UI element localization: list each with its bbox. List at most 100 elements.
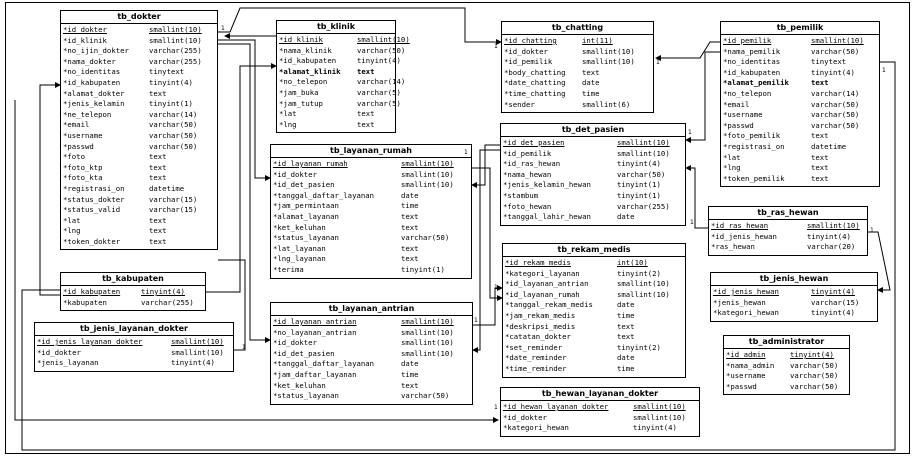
column-name: *registrasi_on [63,183,125,193]
cardinality-label: 1 [474,317,478,324]
column-type: text [401,211,419,221]
column-name: *alamat_layanan [273,211,339,221]
column-type: text [357,119,375,129]
column-type: varchar(255) [149,56,202,66]
column-name: *token_pemilik [723,173,785,183]
column-row: *token_pemilik text [721,174,879,185]
column-row: *id_pemilik smallint(10) [501,149,685,160]
column-type: text [811,152,829,162]
column-name: *tanggal_daftar_layanan [273,359,375,369]
column-name: *set_reminder [505,342,563,352]
table-title: tb_klinik [277,21,395,34]
column-type: smallint(10) [617,138,670,147]
column-type: smallint(10) [401,348,454,358]
cardinality-label: 1 [464,149,468,156]
column-type: smallint(10) [633,402,686,411]
column-type: time [401,201,419,211]
column-name: *id_det_pasien [273,180,335,190]
column-name: *kabupaten [63,297,107,307]
column-name: *foto_ktp [63,162,103,172]
column-name: *id_layanan_antrian [273,317,357,326]
column-name: *id_ras_hewan [503,159,561,169]
column-row: *lat text [721,153,879,164]
column-name: *deskripsi_medis [505,321,576,331]
rel-det-pasien-layanan-antrian [472,149,500,353]
column-name: *nama_dokter [63,56,116,66]
column-name: *id_dokter [63,25,107,34]
column-type: smallint(10) [617,148,670,158]
column-type: tinyint(1) [617,190,661,200]
table-tb-hewan-layanan-dokter[interactable]: tb_hewan_layanan_dokter*id_hewan_layanan… [500,387,700,437]
rel-ras-det-pasien [685,165,712,229]
column-name: *status_valid [63,205,121,215]
table-tb-jenis-layanan-dokter[interactable]: tb_jenis_layanan_dokter*id_jenis_layanan… [34,322,234,372]
column-type: smallint(10) [582,57,635,67]
column-name: *id_det_pasien [273,348,335,358]
column-name: *id_pemilik [503,148,552,158]
table-title: tb_layanan_antrian [271,303,472,316]
column-name: *no_layanan_antrian [273,327,357,337]
column-type: varchar(50) [790,360,839,370]
column-name: *lat [63,215,81,225]
column-type: smallint(10) [149,35,202,45]
cardinality-label: 1 [870,227,874,234]
column-type: date [617,300,635,310]
column-name: *passwd [63,141,94,151]
column-type: smallint(10) [401,317,454,326]
column-name: *lat [723,152,741,162]
column-type: tinyint(4) [811,287,855,296]
column-name: *jenis_layanan [37,358,99,368]
diagram-frame [5,2,910,454]
column-type: varchar(50) [401,233,450,243]
column-name: *id_layanan_rumah [273,159,348,168]
column-type: varchar(50) [617,169,666,179]
column-type: tinyint(4) [811,67,855,77]
column-type: text [811,173,829,183]
rel-layanan-antrian-rekam [473,285,503,326]
table-title: tb_det_pasien [501,124,685,137]
column-name: *date_reminder [505,353,567,363]
column-type: varchar(255) [149,46,202,56]
column-name: *lng [279,119,297,129]
column-name: *nama_pemilik [723,46,781,56]
column-name: *id_det_pasien [503,138,565,147]
column-type: varchar(15) [811,297,860,307]
